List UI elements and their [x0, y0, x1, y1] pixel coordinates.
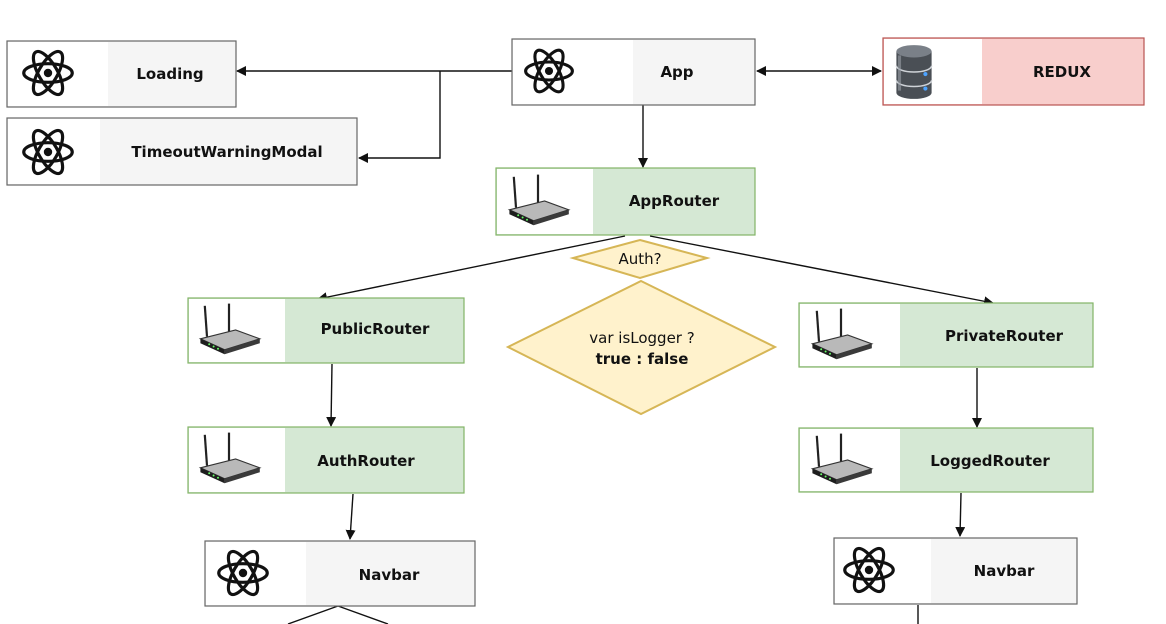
node-logged-router-label: LoggedRouter: [930, 452, 1050, 470]
edges: [236, 66, 994, 624]
node-app-label: App: [660, 63, 693, 81]
edge-publicrouter-to-authrouter: [326, 363, 337, 427]
node-timeout-warning-modal[interactable]: TimeoutWarningModal: [6, 117, 358, 186]
node-auth-router-label: AuthRouter: [317, 452, 415, 470]
database-icon: [894, 43, 934, 101]
edge-authrouter-to-navbar: [345, 493, 356, 540]
node-navbar-right-label: Navbar: [974, 562, 1035, 580]
decision-is-logger-line2: true : false: [596, 350, 689, 368]
node-public-router-label: PublicRouter: [321, 320, 430, 338]
edge-navbar-left-out-a: [287, 605, 339, 624]
node-app-router-label: AppRouter: [629, 192, 720, 210]
decision-auth-label: Auth?: [618, 250, 661, 268]
node-redux[interactable]: REDUX: [882, 37, 1145, 106]
decision-auth: Auth?: [569, 238, 711, 280]
edge-app-to-timeout-modal: [358, 71, 441, 163]
node-navbar-right[interactable]: Navbar: [833, 537, 1078, 605]
node-loading-label: Loading: [136, 65, 203, 83]
edge-approuter-to-publicrouter: [317, 235, 626, 303]
decision-is-logger: var isLogger ? true : false: [505, 279, 778, 416]
node-public-router[interactable]: PublicRouter: [187, 297, 465, 364]
node-app[interactable]: App: [511, 38, 756, 106]
edge-loggedrouter-to-navbar: [955, 492, 966, 537]
node-navbar-left[interactable]: Navbar: [204, 540, 476, 607]
node-private-router[interactable]: PrivateRouter: [798, 302, 1094, 368]
node-loading[interactable]: Loading: [6, 40, 237, 108]
node-auth-router[interactable]: AuthRouter: [187, 426, 465, 494]
decision-is-logger-line1: var isLogger ?: [589, 329, 694, 347]
edge-approuter-to-privaterouter: [649, 235, 994, 307]
node-navbar-left-label: Navbar: [359, 566, 420, 584]
node-app-router[interactable]: AppRouter: [495, 167, 756, 236]
edge-navbar-left-out-b: [337, 605, 389, 624]
node-private-router-label: PrivateRouter: [945, 327, 1064, 345]
node-redux-label: REDUX: [1033, 63, 1091, 81]
node-timeout-warning-modal-label: TimeoutWarningModal: [131, 143, 322, 161]
node-logged-router[interactable]: LoggedRouter: [798, 427, 1094, 493]
